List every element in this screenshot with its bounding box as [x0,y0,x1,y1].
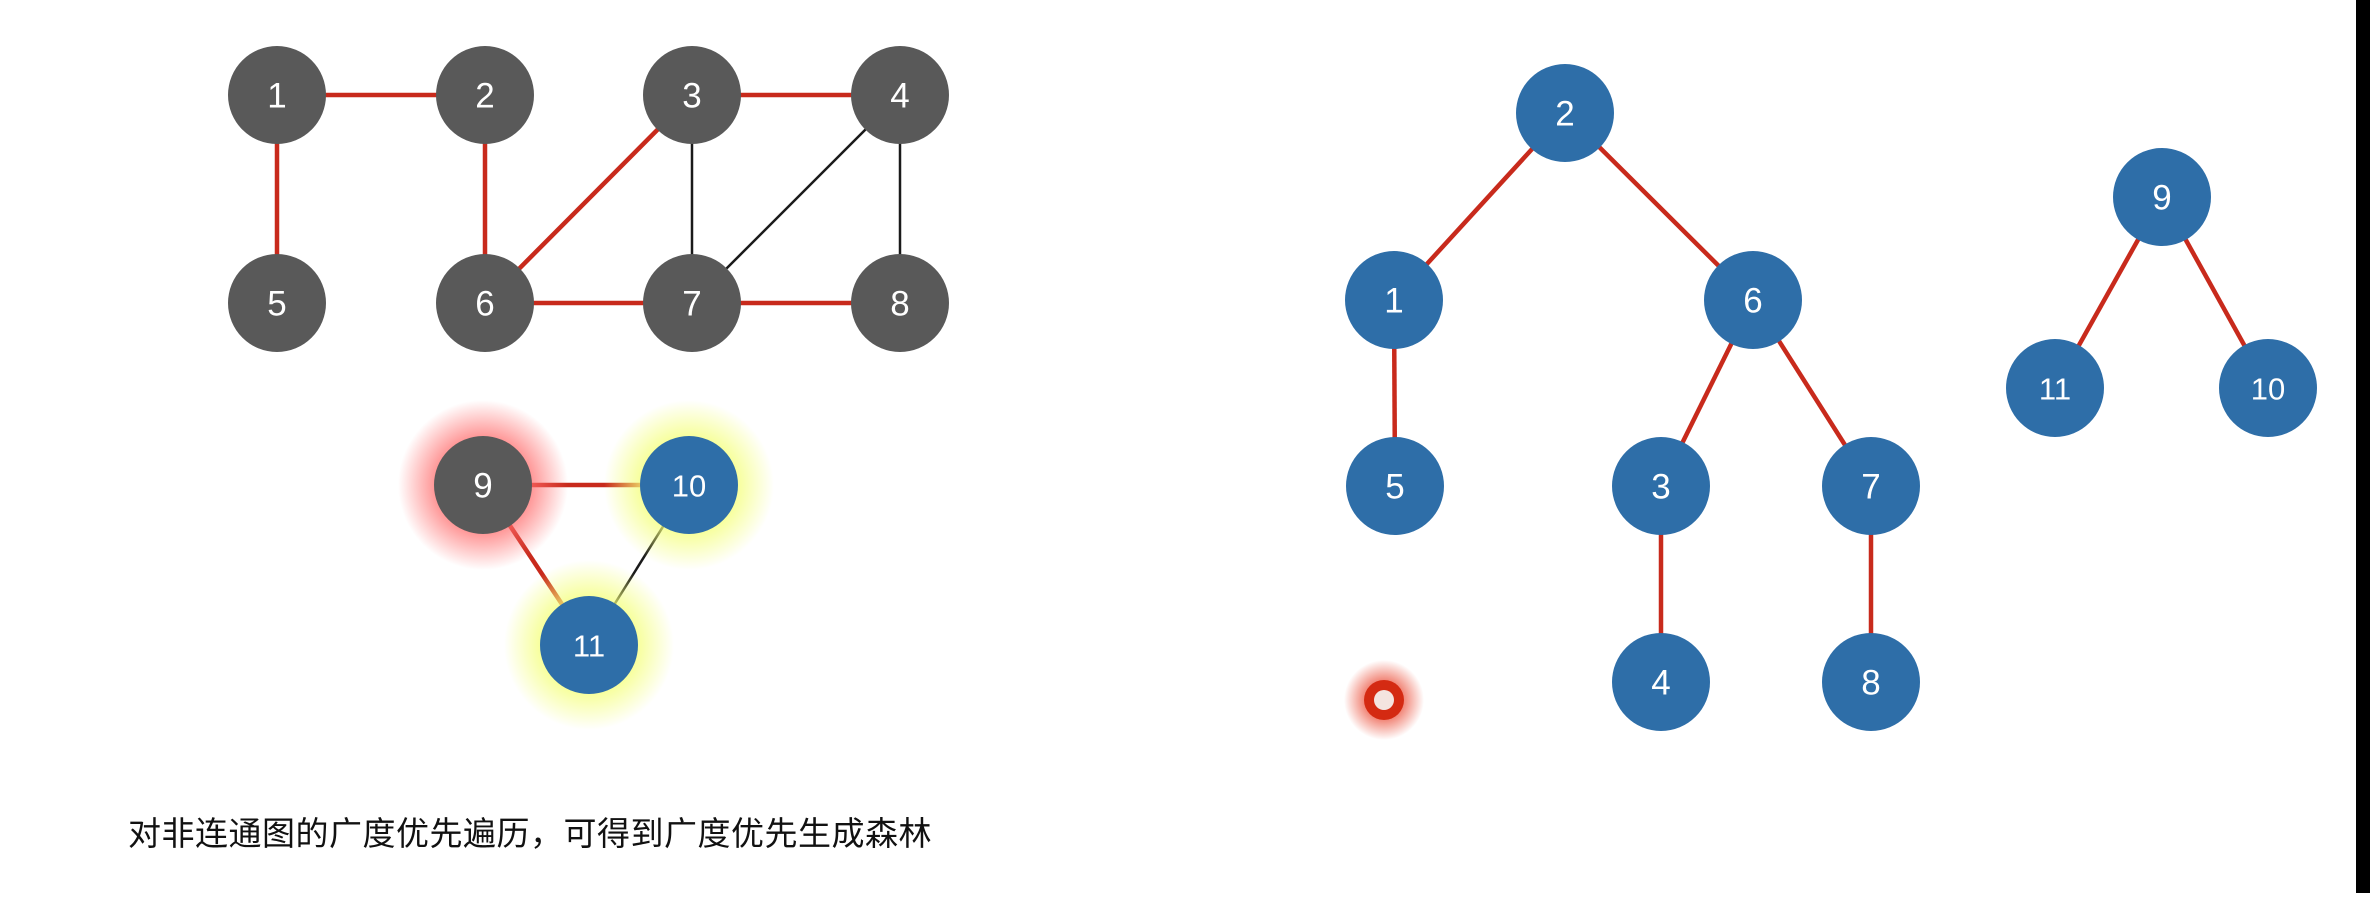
pointer-cursor [1344,660,1424,740]
graph-node-2-label: 2 [475,77,494,116]
forest-node-5-label: 5 [1385,468,1404,507]
forest-node-3: 3 [1612,437,1710,535]
forest-node-7-label: 7 [1861,468,1880,507]
forest-node-10-label: 10 [2251,372,2285,407]
graph-node-6-label: 6 [475,285,494,324]
forest-node-8-circle [1822,633,1920,731]
forest-node-11: 11 [2006,339,2104,437]
graph-node-1-label: 1 [267,77,286,116]
graph-node-6-circle [436,254,534,352]
forest-node-2: 2 [1516,64,1614,162]
forest-node-6: 6 [1704,251,1802,349]
forest-node-5: 5 [1346,437,1444,535]
cursor-center [1374,690,1394,710]
forest-node-4-circle [1612,633,1710,731]
forest-node-1-circle [1345,251,1443,349]
forest-node-7: 7 [1822,437,1920,535]
forest-node-8-label: 8 [1861,664,1880,703]
graph-node-9-label: 9 [473,467,492,506]
forest-node-2-circle [1516,64,1614,162]
forest-node-9-circle [2113,148,2211,246]
graph-node-4-label: 4 [890,77,909,116]
graph-node-2-circle [436,46,534,144]
graph-node-11-label: 11 [573,629,605,664]
forest-node-9: 9 [2113,148,2211,246]
forest-node-11-circle [2006,339,2104,437]
forest-node-2-label: 2 [1555,95,1574,134]
forest-node-11-label: 11 [2039,372,2071,407]
diagram-caption: 对非连通图的广度优先遍历，可得到广度优先生成森林 [128,814,932,853]
graph-node-1-circle [228,46,326,144]
graph-node-9: 9 [434,436,532,534]
graph-node-10-circle [640,436,738,534]
graph-node-3: 3 [643,46,741,144]
graph-node-4: 4 [851,46,949,144]
graph-node-10: 10 [640,436,738,534]
graph-node-7-circle [643,254,741,352]
graph-node-8: 8 [851,254,949,352]
screen-edge [2356,0,2370,893]
graph-node-7: 7 [643,254,741,352]
forest-node-10: 10 [2219,339,2317,437]
graph-node-8-label: 8 [890,285,909,324]
graph-node-5: 5 [228,254,326,352]
graph-node-7-label: 7 [682,285,701,324]
forest-node-9-label: 9 [2152,179,2171,218]
forest-node-8: 8 [1822,633,1920,731]
graph-node-11-circle [540,596,638,694]
graph-node-3-label: 3 [682,77,701,116]
forest-node-3-label: 3 [1651,468,1670,507]
forest-node-10-circle [2219,339,2317,437]
graph-node-6: 6 [436,254,534,352]
forest-node-1: 1 [1345,251,1443,349]
graph-node-3-circle [643,46,741,144]
graph-node-5-label: 5 [267,285,286,324]
graph-node-2: 2 [436,46,534,144]
forest-node-5-circle [1346,437,1444,535]
graph-node-11: 11 [540,596,638,694]
graph-node-4-circle [851,46,949,144]
graph-node-9-circle [434,436,532,534]
undirected-graph: 1 2 3 4 5 6 7 8 9 10 11 [228,46,949,730]
graph-node-8-circle [851,254,949,352]
forest-node-3-circle [1612,437,1710,535]
forest-node-7-circle [1822,437,1920,535]
forest-node-6-circle [1704,251,1802,349]
graph-node-5-circle [228,254,326,352]
forest-node-6-label: 6 [1743,282,1762,321]
forest-node-1-label: 1 [1384,282,1403,321]
graph-node-1: 1 [228,46,326,144]
bfs-spanning-forest: 2 1 6 5 3 7 4 8 9 11 10 [1345,64,2317,731]
graph-node-10-label: 10 [672,469,706,504]
forest-node-4: 4 [1612,633,1710,731]
graph-edge-4-7 [691,94,901,304]
forest-node-4-label: 4 [1651,664,1670,703]
